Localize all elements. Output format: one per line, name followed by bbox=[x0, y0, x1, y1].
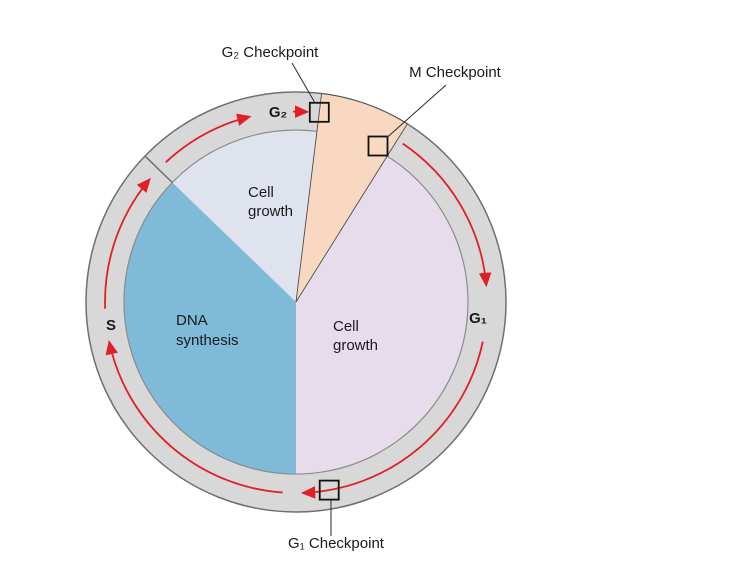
cycle-arrow-bottom bbox=[300, 341, 484, 499]
cycle-arrow-top-left bbox=[165, 113, 252, 163]
g2-phase-sector bbox=[172, 130, 317, 302]
g2-sector-label-line1: Cell bbox=[248, 184, 274, 201]
cycle-arrow-right bbox=[402, 142, 492, 288]
m-checkpoint-label: M Checkpoint bbox=[409, 64, 502, 81]
cycle-arrows bbox=[104, 105, 492, 499]
s-sector-label-line2: synthesis bbox=[176, 332, 239, 349]
g1-phase-sector bbox=[296, 156, 468, 474]
g2-sector-label-line2: growth bbox=[248, 203, 293, 220]
g2-checkpoint-label: G₂ Checkpoint bbox=[222, 44, 320, 61]
s-ring-label: S bbox=[106, 317, 116, 334]
m-checkpoint-callout-line bbox=[386, 84, 447, 138]
g1-sector-label-line1: Cell bbox=[333, 318, 359, 335]
inner-rim bbox=[123, 129, 469, 475]
g2-ring-label: G₂ bbox=[269, 104, 287, 121]
g1-ring-label: G₁ bbox=[469, 310, 487, 327]
ring-divider bbox=[144, 155, 173, 184]
m-phase-wedge bbox=[295, 93, 408, 303]
cycle-arrow-left bbox=[105, 339, 283, 494]
m-checkpoint-box bbox=[367, 135, 389, 157]
s-phase-sector bbox=[123, 182, 297, 474]
g1-checkpoint-box bbox=[318, 479, 340, 501]
g1-sector-label-line2: growth bbox=[333, 337, 378, 354]
g1-checkpoint-label: G₁ Checkpoint bbox=[288, 535, 385, 552]
s-sector-label-line1: DNA bbox=[176, 312, 208, 329]
g2-checkpoint-box bbox=[308, 101, 330, 123]
g2-checkpoint-callout-line bbox=[291, 62, 315, 103]
cycle-arrow-upper-left bbox=[104, 177, 151, 309]
